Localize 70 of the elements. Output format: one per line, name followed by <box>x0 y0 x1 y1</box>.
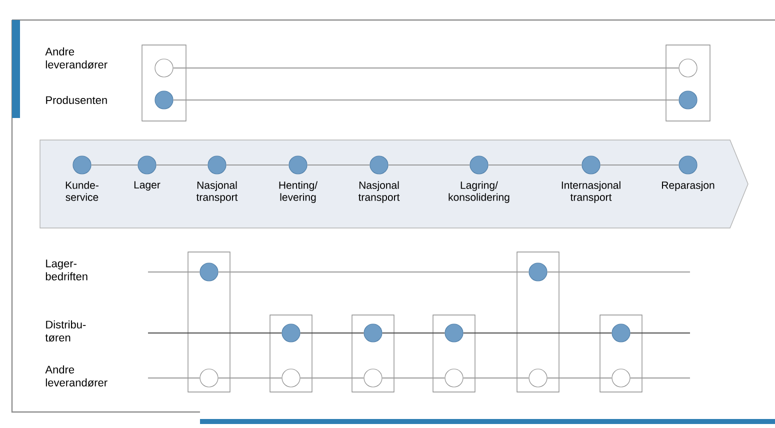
step-dot <box>282 324 300 342</box>
step-dot <box>470 156 488 174</box>
step-dot <box>612 368 630 388</box>
connector-line <box>300 377 364 379</box>
connector-line <box>218 377 282 379</box>
connector-line <box>388 164 470 166</box>
connector-line <box>300 332 364 334</box>
connector-line <box>173 99 679 101</box>
step-dot <box>72 156 92 174</box>
step-dot <box>154 90 174 110</box>
step-label: Lager <box>134 181 160 191</box>
step-dot <box>444 368 464 388</box>
connector-line <box>307 164 370 166</box>
row-label: Andre leverandører <box>45 47 108 69</box>
connector-line <box>463 377 529 379</box>
step-label: Nasjonal transport <box>196 181 238 203</box>
step-dot <box>364 368 382 388</box>
step-label: Internasjonal transport <box>562 181 620 203</box>
step-label: Lagring/ konsolidering <box>448 181 510 203</box>
row-label: Andre leverandører <box>45 365 108 387</box>
step-dot <box>370 156 388 174</box>
chevron-band <box>40 140 748 228</box>
step-dot <box>208 156 226 174</box>
step-dot <box>282 368 300 388</box>
step-label: Reparasjon <box>662 181 714 191</box>
group-box <box>600 314 642 392</box>
step-label: Kunde- service <box>66 181 98 201</box>
step-dot <box>200 368 218 388</box>
connector-line <box>463 332 612 334</box>
step-label: Henting/ levering <box>279 181 318 203</box>
group-box <box>432 314 476 392</box>
connector-line <box>547 377 612 379</box>
connector-line <box>630 377 690 379</box>
step-dot <box>154 58 174 78</box>
group-box <box>270 314 312 392</box>
connector-line <box>91 164 138 166</box>
connector-line <box>488 164 582 166</box>
connector-line <box>547 271 690 273</box>
group-box <box>516 252 560 392</box>
connector-line <box>226 164 289 166</box>
step-dot <box>678 90 698 110</box>
step-dot <box>528 262 548 282</box>
connector-line <box>600 164 679 166</box>
step-dot <box>444 324 464 342</box>
connector-line <box>148 332 282 334</box>
step-dot <box>364 324 382 342</box>
connector-line <box>148 271 200 273</box>
connector-line <box>382 332 445 334</box>
group-box <box>188 252 230 392</box>
step-dot <box>678 156 698 174</box>
step-dot <box>200 262 218 282</box>
step-dot <box>288 156 308 174</box>
connector-line <box>382 377 445 379</box>
step-dot <box>138 156 156 174</box>
connector-line <box>173 67 679 69</box>
group-box <box>666 44 710 122</box>
connector-line <box>218 271 529 273</box>
step-dot <box>528 368 548 388</box>
group-box <box>142 44 186 122</box>
connector-line <box>156 164 208 166</box>
connector-line <box>148 377 200 379</box>
row-label: Lager- bedriften <box>46 260 88 280</box>
connector-line <box>630 332 690 334</box>
group-box <box>352 314 394 392</box>
row-label: Distribu- tøren <box>45 320 86 342</box>
step-dot <box>678 58 698 78</box>
row-label: Produsenten <box>46 96 107 104</box>
step-label: Nasjonal transport <box>358 181 400 203</box>
step-dot <box>612 324 630 342</box>
step-dot <box>582 156 600 174</box>
